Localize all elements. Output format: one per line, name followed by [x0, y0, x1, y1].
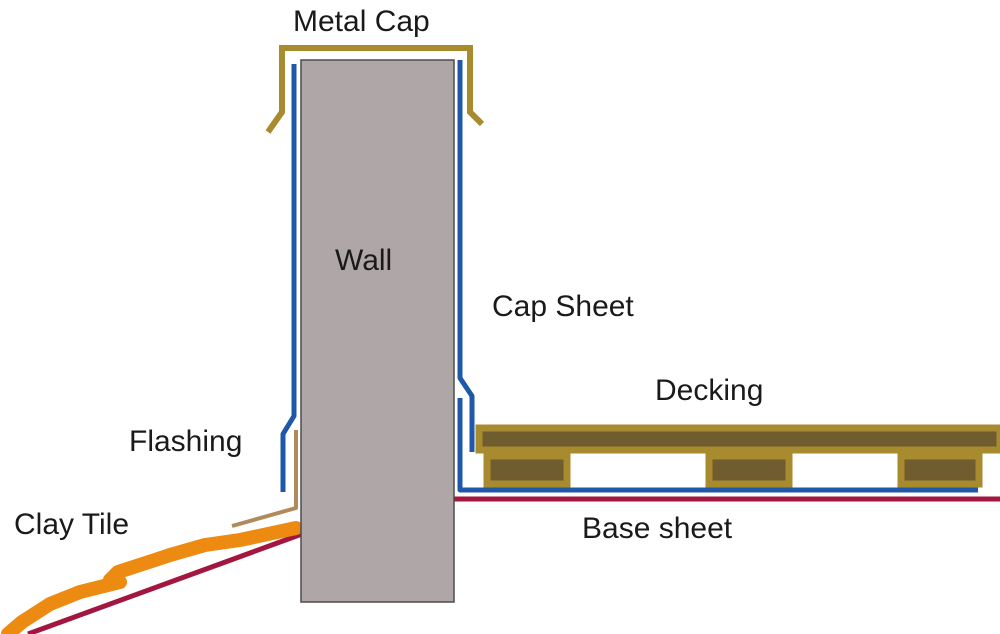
label-cap-sheet: Cap Sheet: [492, 290, 634, 323]
cap-sheet: [280, 60, 978, 493]
decking-joist: [705, 452, 793, 488]
decking-board: [475, 424, 1000, 454]
decking: [475, 424, 1000, 488]
label-clay-tile: Clay Tile: [14, 508, 129, 541]
label-wall: Wall: [335, 244, 392, 277]
base-sheet-left: [27, 531, 303, 634]
label-metal-cap: Metal Cap: [293, 5, 430, 38]
cap-sheet-right: [457, 60, 475, 452]
wall: [300, 59, 455, 603]
decking-joist: [897, 452, 983, 488]
clay-tile-upper: [103, 521, 303, 587]
cap-sheet-roof: [457, 398, 978, 493]
decking-joist: [483, 452, 571, 488]
label-base-sheet: Base sheet: [582, 512, 733, 545]
clay-tile-lower: [1, 575, 127, 634]
label-decking: Decking: [655, 374, 763, 407]
clay-tile: [1, 521, 303, 634]
label-flashing: Flashing: [129, 425, 242, 458]
flashing: [231, 430, 298, 528]
metal-cap: [265, 45, 485, 134]
cap-sheet-left: [280, 64, 297, 492]
base-sheet: [27, 496, 1000, 634]
